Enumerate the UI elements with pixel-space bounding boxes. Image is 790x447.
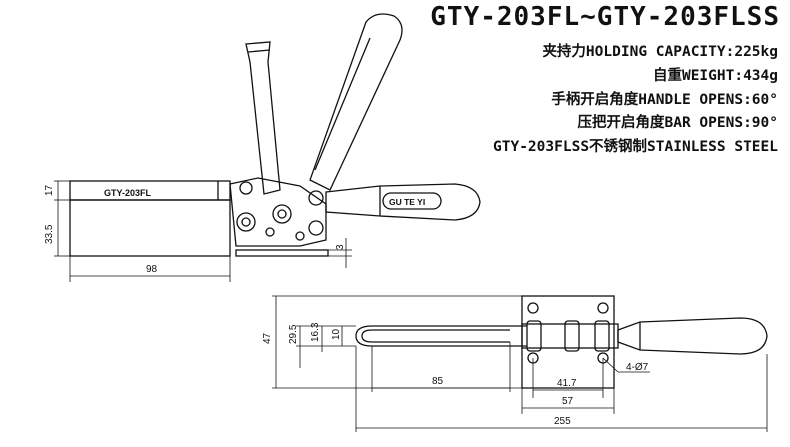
slotted-bar-slot	[361, 329, 510, 343]
handle-open-outline	[245, 13, 403, 195]
top-base-plate	[521, 295, 615, 389]
pivot-top-left	[239, 181, 253, 195]
spec-stainless: GTY-203FLSS不锈钢制STAINLESS STEEL	[493, 139, 778, 155]
dim-98: 98	[146, 264, 158, 275]
top-handle	[617, 317, 768, 355]
dim-57: 57	[562, 396, 574, 407]
mount-hole-2	[597, 302, 609, 314]
pivot-lower	[308, 220, 324, 236]
handle-closed	[325, 183, 481, 221]
dim-3: 3	[335, 244, 346, 250]
pivot-link	[272, 204, 292, 224]
pivot-large	[236, 212, 256, 232]
dim-10: 10	[331, 328, 342, 340]
slotted-bar-outer	[355, 325, 527, 347]
pivot-handle	[308, 190, 324, 206]
mount-hole-1	[527, 302, 539, 314]
dim-33-5: 33.5	[44, 224, 55, 244]
spec-holding-capacity: 夹持力HOLDING CAPACITY:225kg	[542, 44, 778, 60]
top-view	[272, 295, 768, 432]
model-label: GTY-203FL	[104, 188, 152, 198]
spec-handle-opens: 手柄开启角度HANDLE OPENS:60°	[551, 92, 778, 108]
spec-bar-opens: 压把开启角度BAR OPENS:90°	[577, 115, 779, 131]
spec-weight: 自重WEIGHT:434g	[652, 68, 778, 84]
dim-29-5: 29.5	[288, 324, 299, 344]
spindle-body	[69, 199, 231, 257]
dim-holes: 4-Ø7	[626, 362, 649, 373]
dim-41-7: 41.7	[557, 378, 577, 389]
dim-16-3: 16.3	[310, 322, 321, 342]
handle-brand-text: GU TE YI	[389, 197, 425, 207]
clamp-body	[229, 177, 327, 247]
dim-255: 255	[554, 416, 571, 427]
handle-brand-badge	[382, 192, 442, 210]
base-plate	[235, 249, 329, 257]
side-view	[54, 13, 481, 282]
dim-85: 85	[432, 376, 444, 387]
dim-17: 17	[44, 184, 55, 196]
product-title: GTY-203FL~GTY-203FLSS	[430, 2, 780, 32]
dim-47: 47	[262, 332, 273, 344]
